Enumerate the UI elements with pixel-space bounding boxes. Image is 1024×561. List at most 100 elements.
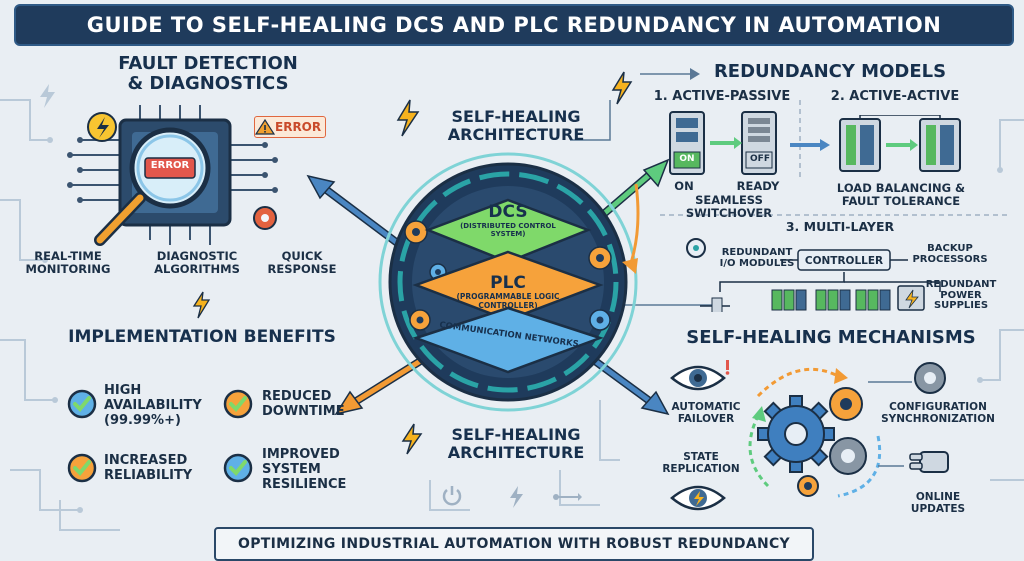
footer-text: OPTIMIZING INDUSTRIAL AUTOMATION WITH RO… <box>238 536 790 552</box>
lightning-icon <box>396 99 420 137</box>
benefit-2-line1: REDUCED <box>262 389 332 404</box>
plc-layer-label: PLC <box>490 273 526 293</box>
magnifier-error-label: ERROR <box>150 160 190 171</box>
plc-sub-line1: (PROGRAMMABLE LOGIC <box>456 292 560 301</box>
mechanisms-heading: SELF-HEALING MECHANISMS <box>686 327 976 348</box>
config-line2: SYNCHRONIZATION <box>881 412 995 425</box>
benefit-1-line1: HIGH <box>104 383 142 398</box>
plc-layer-sub: (PROGRAMMABLE LOGIC CONTROLLER) <box>448 292 568 310</box>
redundant-power-label: REDUNDANT POWER SUPPLIES <box>920 279 1002 312</box>
error-badge: ERROR <box>254 116 326 138</box>
state-line1: STATE <box>683 451 719 463</box>
state-replication-label: STATE REPLICATION <box>656 451 746 475</box>
mechanisms-diagram <box>670 360 949 511</box>
benefit-4-line1: IMPROVED <box>262 447 340 462</box>
active-active-servers-icon <box>790 115 961 172</box>
center-bottom-line2: ARCHITECTURE <box>447 442 585 462</box>
error-badge-text: ERROR <box>275 120 322 134</box>
central-architecture-diagram <box>306 152 670 416</box>
benefits-heading: IMPLEMENTATION BENEFITS <box>68 327 336 347</box>
benefit-4-line3: RESILIENCE <box>262 476 347 492</box>
footer-banner: OPTIMIZING INDUSTRIAL AUTOMATION WITH RO… <box>214 527 814 561</box>
redundant-io-label: REDUNDANT I/O MODULES <box>714 247 800 269</box>
configuration-sync-label: CONFIGURATION SYNCHRONIZATION <box>878 401 998 425</box>
seamless-switchover-caption: SEAMLESS SWITCHOVER <box>670 194 788 219</box>
chip-magnifier-icon <box>67 105 278 246</box>
diagnostic-line1: DIAGNOSTIC <box>156 249 238 263</box>
power-icon <box>442 486 462 506</box>
power-line2: POWER <box>940 289 982 301</box>
page-title: GUIDE TO SELF-HEALING DCS AND PLC REDUND… <box>86 13 942 37</box>
checkmark-icon <box>67 453 97 483</box>
quick-response-label: QUICK RESPONSE <box>262 250 342 275</box>
dcs-layer-label: DCS <box>488 202 528 222</box>
checkmark-icon <box>67 389 97 419</box>
warning-icon <box>255 118 275 135</box>
multi-layer-diagram <box>686 238 941 312</box>
diagnostic-line2: ALGORITHMS <box>154 261 240 276</box>
power-line1: REDUNDANT <box>925 279 997 290</box>
title-banner: GUIDE TO SELF-HEALING DCS AND PLC REDUND… <box>14 4 1014 46</box>
real-time-line2: MONITORING <box>25 261 111 276</box>
active-passive-title: 1. ACTIVE-PASSIVE <box>653 89 791 104</box>
load-balancing-line1: LOAD BALANCING & <box>836 181 966 195</box>
redundancy-heading: REDUNDANCY MODELS <box>713 61 947 82</box>
real-time-line1: REAL-TIME <box>34 249 102 263</box>
active-active-title: 2. ACTIVE-ACTIVE <box>830 89 960 104</box>
online-line1: ONLINE <box>915 491 961 503</box>
lightning-icon <box>611 71 633 105</box>
usb-icon <box>553 493 582 501</box>
benefit-high-availability: HIGH AVAILABILITY (99.99%+) <box>104 383 214 429</box>
backup-processors-label: BACKUP PROCESSORS <box>902 243 998 265</box>
state-line2: REPLICATION <box>662 462 740 475</box>
multi-layer-title: 3. MULTI-LAYER <box>785 219 895 234</box>
fault-detection-heading: FAULT DETECTION & DIAGNOSTICS <box>108 54 308 94</box>
benefit-reduced-downtime: REDUCED DOWNTIME <box>262 389 362 420</box>
benefit-4-line2: SYSTEM <box>262 461 321 477</box>
benefit-1-line3: (99.99%+) <box>104 412 181 428</box>
failover-line1: AUTOMATIC <box>671 401 741 413</box>
automatic-failover-label: AUTOMATIC FAILOVER <box>664 401 748 425</box>
diagnostic-algorithms-label: DIAGNOSTIC ALGORITHMS <box>142 250 252 275</box>
load-balancing-caption: LOAD BALANCING & FAULT TOLERANCE <box>826 182 976 207</box>
backup-line2: PROCESSORS <box>912 253 988 265</box>
center-bottom-line1: SELF-HEALING <box>451 425 581 444</box>
lightning-icon <box>40 84 55 108</box>
backup-line1: BACKUP <box>927 243 973 254</box>
dcs-layer-sub: (DISTRIBUTED CONTROL SYSTEM) <box>460 222 556 238</box>
fault-heading-line2: & DIAGNOSTICS <box>127 72 289 94</box>
benefit-improved-resilience: IMPROVED SYSTEM RESILIENCE <box>262 447 372 493</box>
real-time-monitoring-label: REAL-TIME MONITORING <box>18 250 118 275</box>
ready-caption: READY <box>736 179 780 193</box>
active-passive-servers-icon <box>669 111 777 175</box>
quick-line1: QUICK <box>281 249 323 263</box>
seamless-line2: SWITCHOVER <box>685 205 773 220</box>
io-line2: I/O MODULES <box>719 257 795 269</box>
benefit-2-line2: DOWNTIME <box>262 403 345 419</box>
load-balancing-line2: FAULT TOLERANCE <box>841 193 961 208</box>
center-top-line1: SELF-HEALING <box>451 107 581 126</box>
benefit-3-line1: INCREASED <box>104 453 188 468</box>
plc-sub-line2: CONTROLLER) <box>478 300 538 310</box>
on-caption: ON <box>674 179 694 193</box>
io-line1: REDUNDANT <box>721 247 793 258</box>
online-line2: UPDATES <box>910 502 966 515</box>
quick-line2: RESPONSE <box>267 261 337 276</box>
arrow-icon <box>334 351 434 416</box>
on-indicator: ON <box>679 154 695 164</box>
benefit-3-line2: RELIABILITY <box>104 467 193 483</box>
lightning-icon <box>401 423 423 455</box>
center-top-label: SELF-HEALING ARCHITECTURE <box>436 108 596 143</box>
center-bottom-label: SELF-HEALING ARCHITECTURE <box>436 426 596 461</box>
power-line3: SUPPLIES <box>933 300 989 311</box>
checkmark-icon <box>223 389 253 419</box>
center-top-line2: ARCHITECTURE <box>447 124 585 144</box>
benefit-increased-reliability: INCREASED RELIABILITY <box>104 453 214 484</box>
checkmark-icon <box>223 453 253 483</box>
lightning-icon <box>510 486 523 508</box>
failover-line2: FAILOVER <box>677 412 735 425</box>
online-updates-label: ONLINE UPDATES <box>898 491 978 515</box>
off-indicator: OFF <box>750 154 770 164</box>
benefit-1-line2: AVAILABILITY <box>104 397 202 413</box>
